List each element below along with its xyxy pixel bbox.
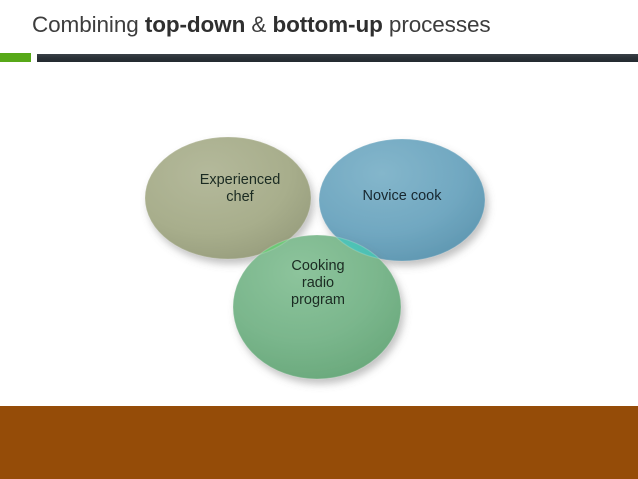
- circle-rim-novice-cook: [318, 138, 486, 262]
- circle-rim-experienced-chef: [144, 136, 312, 260]
- circle-experienced-chef: [145, 137, 311, 259]
- title-segment-plain-1: Combining: [32, 12, 145, 37]
- venn-diagram: Experienced chef Novice cook Cooking rad…: [140, 130, 510, 395]
- slide-title: Combining top-down & bottom-up processes: [32, 10, 592, 40]
- circle-novice-cook: [319, 139, 485, 261]
- header-accent-green: [0, 53, 31, 62]
- title-segment-bold-2: bottom-up: [272, 12, 383, 37]
- title-segment-plain-2: &: [245, 12, 273, 37]
- title-segment-plain-3: processes: [382, 12, 491, 37]
- venn-diagram-svg: [144, 136, 486, 380]
- circle-rim-cooking-radio-program: [232, 234, 402, 380]
- footer-band: [0, 406, 638, 479]
- header-rule-dark: [37, 54, 638, 62]
- circle-cooking-radio-program: [233, 235, 401, 379]
- title-segment-bold-1: top-down: [144, 12, 246, 37]
